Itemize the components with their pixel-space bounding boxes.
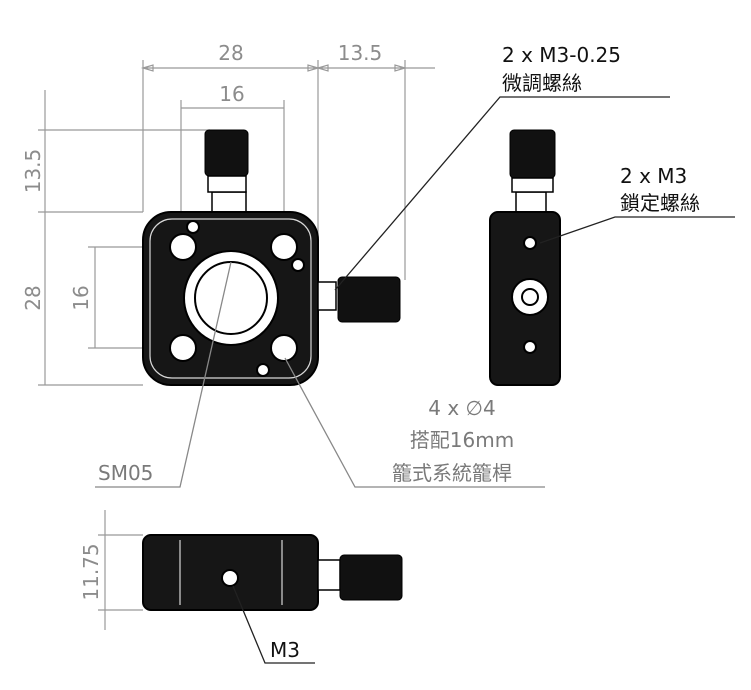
adjust-screw-spec: 2 x M3-0.25 — [502, 43, 621, 67]
holes-compat: 搭配16mm — [410, 428, 514, 452]
leader-m3 — [232, 585, 315, 664]
lock-screw-name: 鎖定螺絲 — [620, 191, 700, 215]
holes-spec: 4 x ∅4 — [428, 396, 495, 420]
dim-left-height: 28 — [21, 285, 45, 310]
thread-label: SM05 — [98, 461, 153, 485]
dim-top-offset: 13.5 — [338, 41, 383, 65]
adjust-screw-name: 微調螺絲 — [502, 71, 582, 95]
leader-lock-screw — [539, 216, 735, 244]
dim-top-hole-spacing: 16 — [219, 82, 244, 106]
leader-adjust-screw — [334, 96, 670, 291]
dim-left-offset: 13.5 — [21, 149, 45, 194]
dim-left-hole-spacing: 16 — [69, 285, 93, 310]
holes-system: 籠式系統籠桿 — [392, 461, 512, 485]
side-view — [489, 129, 561, 386]
front-view — [142, 129, 401, 386]
leader-cage-holes — [284, 357, 545, 488]
lock-screw-spec: 2 x M3 — [620, 164, 687, 188]
dim-thickness: 11.75 — [79, 543, 103, 600]
dim-top-width: 28 — [218, 41, 243, 65]
dimension-lines — [38, 60, 435, 630]
leader-sm05 — [95, 261, 232, 488]
bottom-view — [142, 534, 403, 611]
bottom-tap-label: M3 — [270, 638, 300, 662]
